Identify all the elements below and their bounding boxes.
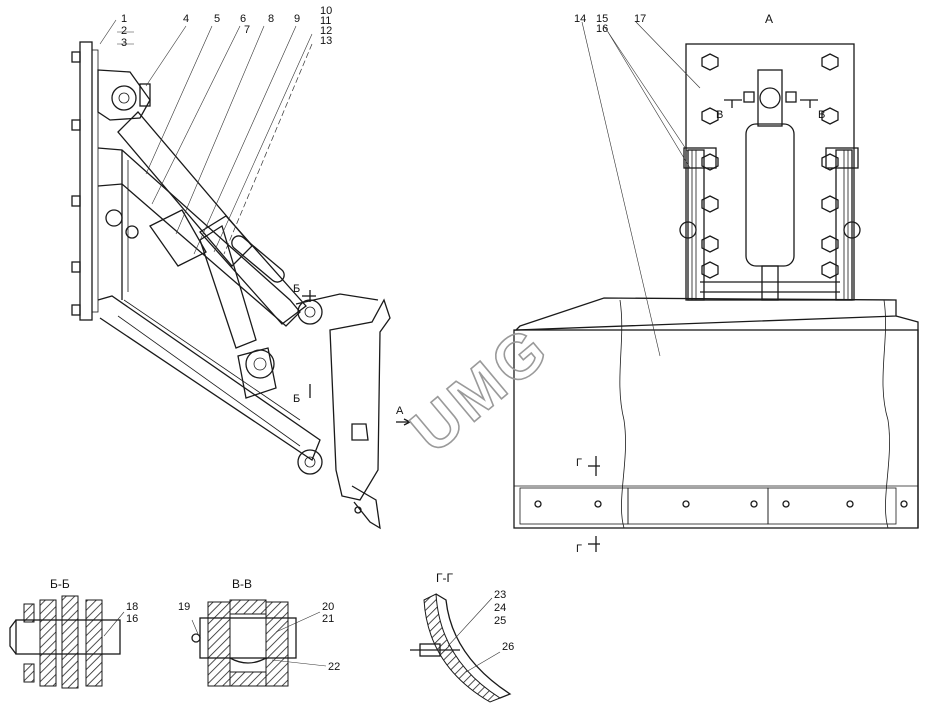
section-mark-b-bottom: Б	[293, 393, 300, 405]
callout-6: 6	[240, 13, 246, 25]
section-bb	[9, 595, 125, 689]
view-arrow-a-label: А	[396, 405, 404, 417]
edge-bolts	[534, 500, 908, 508]
side-leaders	[99, 19, 313, 255]
callout-14: 14	[574, 13, 586, 25]
callout-16-bb: 16	[126, 613, 138, 625]
section-vv-title: В-В	[232, 577, 252, 591]
callout-9: 9	[294, 13, 300, 25]
section-gg-title: Г-Г	[436, 571, 453, 585]
callout-21: 21	[322, 613, 334, 625]
callout-8: 8	[268, 13, 274, 25]
watermark-logo: UMG	[398, 313, 562, 467]
view-a-title: А	[765, 12, 773, 26]
callout-4: 4	[183, 13, 189, 25]
callout-1: 1	[121, 13, 127, 25]
callout-7: 7	[244, 24, 250, 36]
section-mark-g-bottom: Г	[576, 543, 582, 555]
callout-2: 2	[121, 25, 127, 37]
callout-26: 26	[502, 641, 514, 653]
section-mark-v-right: В	[818, 109, 825, 121]
section-mark-g-top: Г	[576, 457, 582, 469]
front-plate-bolts	[701, 53, 839, 279]
callout-12: 12	[320, 25, 332, 37]
callout-10: 10	[320, 5, 332, 17]
callout-23: 23	[494, 589, 506, 601]
callout-3: 3	[121, 37, 127, 49]
section-mark-b-top: Б	[293, 283, 300, 295]
callout-15: 15	[596, 13, 608, 25]
callout-11: 11	[320, 15, 331, 27]
callout-13: 13	[320, 35, 332, 47]
section-vv	[191, 599, 327, 687]
callout-22: 22	[328, 661, 340, 673]
section-gg	[410, 593, 512, 703]
callout-17: 17	[634, 13, 646, 25]
callout-5: 5	[214, 13, 220, 25]
callout-19: 19	[178, 601, 190, 613]
front-view	[513, 21, 919, 552]
section-bb-title: Б-Б	[50, 577, 70, 591]
callout-18: 18	[126, 601, 138, 613]
section-mark-v-left: В	[716, 109, 723, 121]
side-view	[71, 19, 412, 530]
callout-16-front: 16	[596, 23, 608, 35]
side-callouts: 1 2 3 4 5 6 7 8 9 10 11 12 13	[121, 5, 332, 49]
callout-24: 24	[494, 602, 506, 614]
plate-bolts	[71, 51, 81, 316]
callout-20: 20	[322, 601, 334, 613]
callout-25: 25	[494, 615, 506, 627]
